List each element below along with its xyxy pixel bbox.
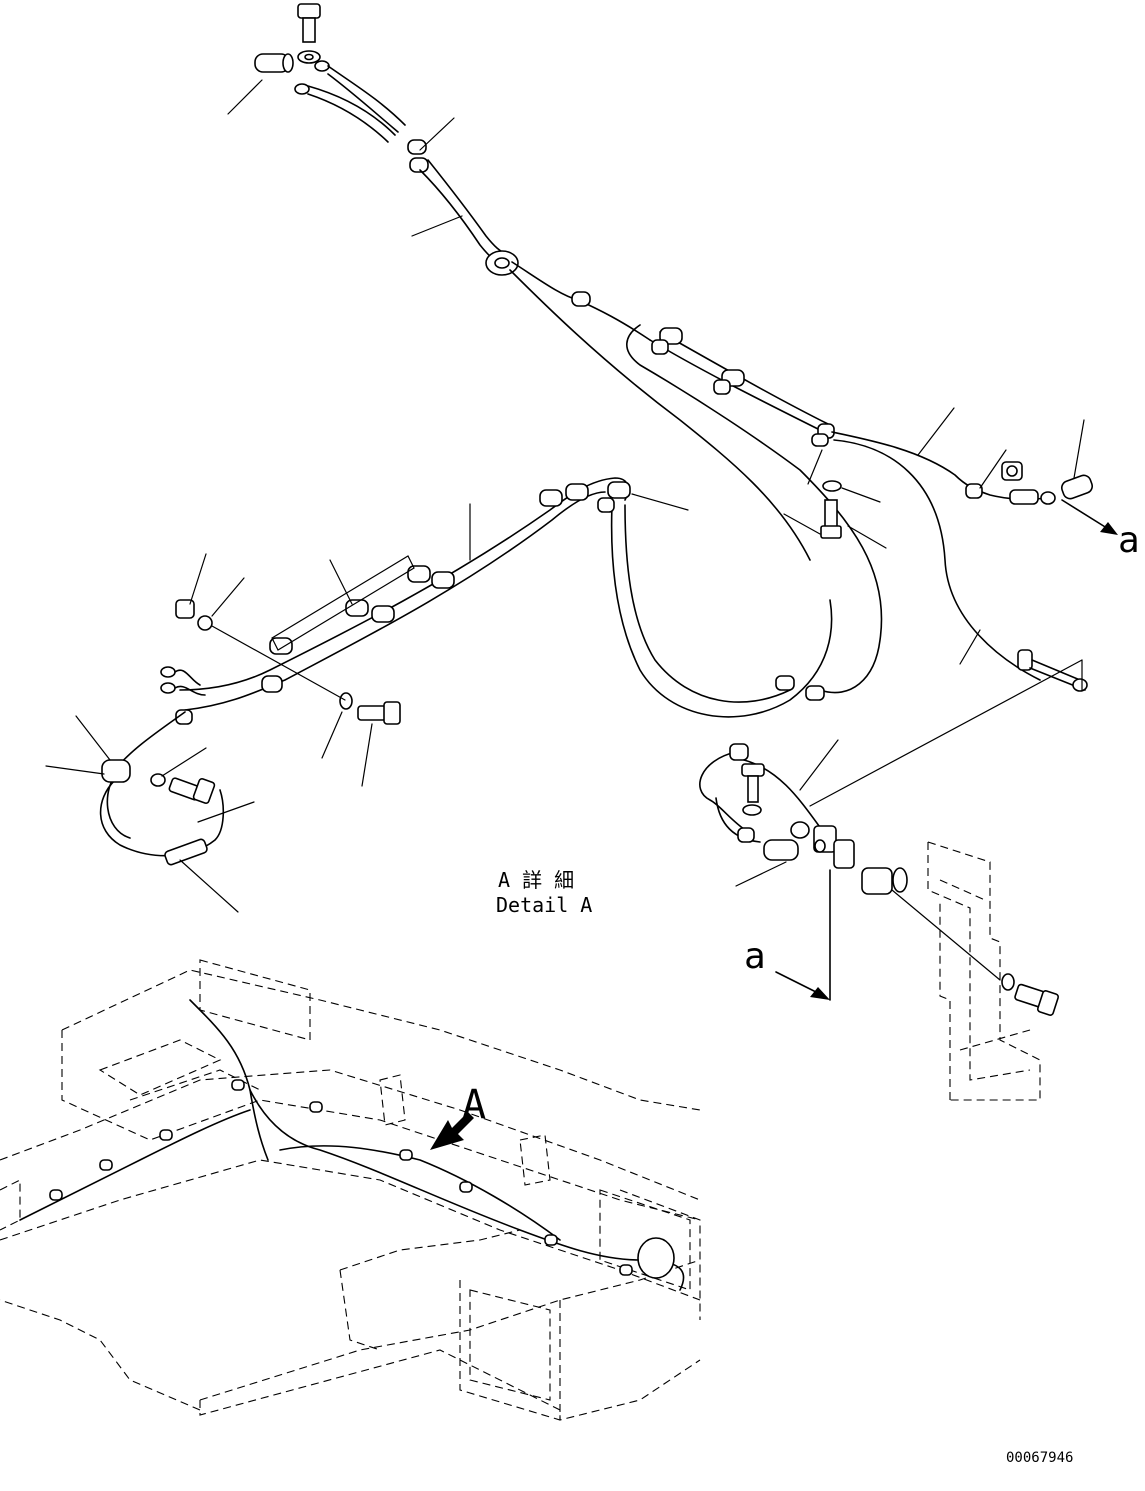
clamp-mid-2 xyxy=(607,481,631,499)
grommet xyxy=(485,250,519,276)
detail-bolt xyxy=(741,763,765,816)
mounting-bracket xyxy=(861,841,1060,1101)
relay-switch xyxy=(861,867,893,895)
cable-end-right xyxy=(1017,649,1088,692)
clamp-loop xyxy=(775,675,795,691)
detail-clamp xyxy=(729,743,749,761)
terminal-lugs xyxy=(294,60,330,95)
chassis-frame xyxy=(0,959,701,1421)
upper-harness: a xyxy=(254,3,1140,694)
clamp-mid-1 xyxy=(539,489,563,507)
detail-terminal xyxy=(763,821,855,869)
view-marker-a-bottom: a xyxy=(744,936,766,977)
boot-cap xyxy=(254,53,294,73)
chassis-harness xyxy=(19,999,685,1291)
view-arrow-A: A xyxy=(430,1082,486,1150)
left-terminals xyxy=(160,666,206,696)
leader-lines xyxy=(45,79,1085,913)
center-bolt-washer xyxy=(339,692,401,725)
clamp-left-loop xyxy=(101,759,131,783)
clamp-right xyxy=(965,483,983,499)
clamp-mid-3 xyxy=(407,565,431,583)
clamp-upper-2 xyxy=(571,291,591,307)
left-nut-washer xyxy=(175,599,213,631)
clamp-upper-1 xyxy=(407,139,429,173)
center-bolt xyxy=(820,480,842,539)
drawing-number: 00067946 xyxy=(1006,1450,1073,1466)
middle-harness xyxy=(99,477,833,866)
detail-a-group xyxy=(699,659,1083,887)
right-nut-cap xyxy=(1001,461,1094,500)
view-marker-a-top: a xyxy=(1118,520,1140,561)
view-marker-A: A xyxy=(462,1082,486,1128)
clamp-small xyxy=(175,709,193,725)
detail-label-japanese: A 詳 細 xyxy=(498,868,574,892)
clamp-mid-5 xyxy=(269,637,293,655)
detail-label-english: Detail A xyxy=(496,893,592,917)
top-bolt xyxy=(297,3,321,64)
lower-bolt-washer xyxy=(150,773,216,805)
